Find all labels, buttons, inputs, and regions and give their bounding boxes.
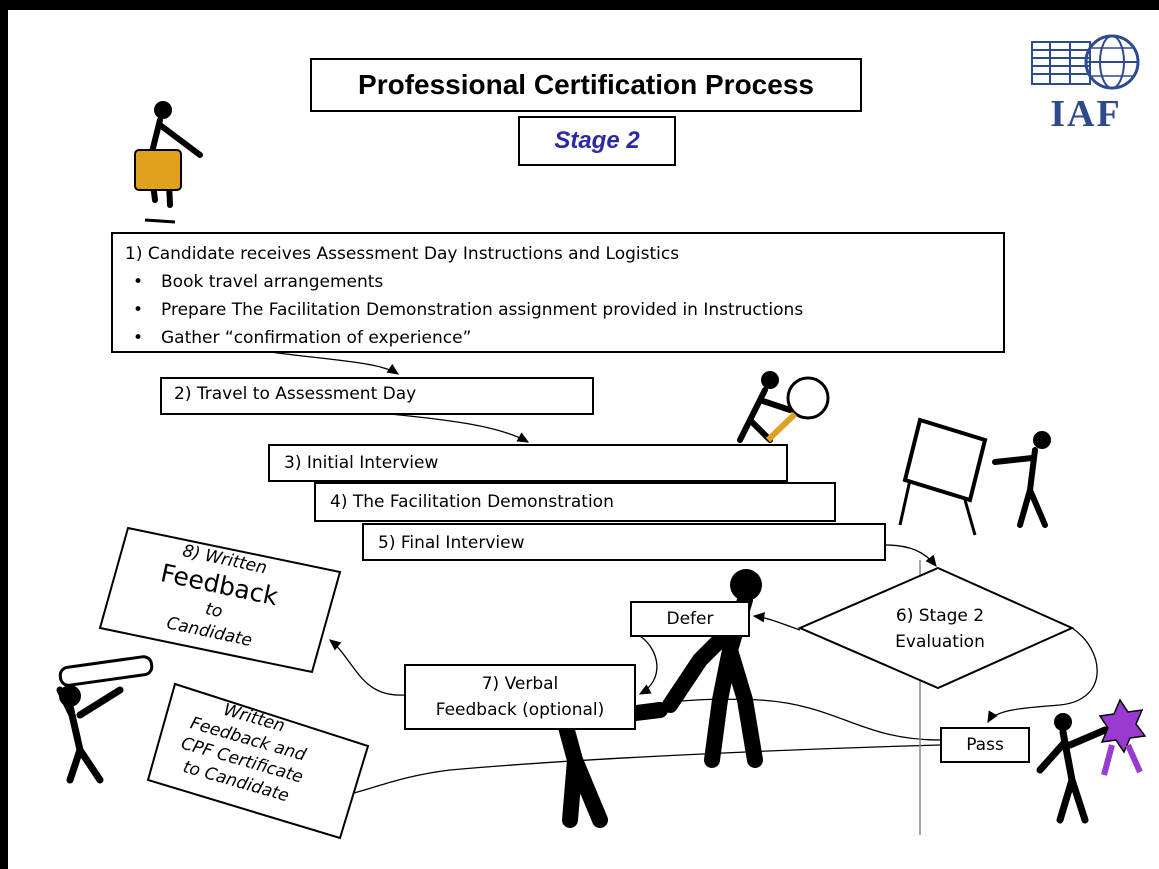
step-1-heading: 1) Candidate receives Assessment Day Ins… bbox=[125, 244, 680, 264]
suitcase-figure-icon bbox=[134, 101, 203, 224]
bullet-text: Book travel arrangements bbox=[161, 272, 384, 292]
frame-top-border bbox=[0, 0, 1159, 10]
step-1-box: 1) Candidate receives Assessment Day Ins… bbox=[111, 232, 1005, 353]
scroll-figure-icon bbox=[56, 655, 154, 784]
step-1-bullets: •Book travel arrangements •Prepare The F… bbox=[125, 268, 991, 352]
defer-box: Defer bbox=[630, 601, 750, 637]
connector-7-8 bbox=[328, 639, 406, 696]
step-6-line-1: 6) Stage 2 bbox=[895, 606, 985, 626]
list-item: •Gather “confirmation of experience” bbox=[133, 328, 472, 348]
magnifier-figure-icon bbox=[737, 371, 830, 443]
step-7-line-2: Feedback (optional) bbox=[435, 700, 605, 720]
connector-5-6 bbox=[885, 544, 937, 568]
bullet-text: Prepare The Facilitation Demonstration a… bbox=[161, 300, 804, 320]
frame-left-border bbox=[0, 0, 8, 869]
iaf-logo-text: IAF bbox=[1050, 93, 1122, 135]
step-5-box: 5) Final Interview bbox=[362, 523, 886, 561]
written-feedback-paper bbox=[98, 526, 342, 674]
step-4-box: 4) The Facilitation Demonstration bbox=[314, 482, 836, 522]
bullet-text: Gather “confirmation of experience” bbox=[161, 328, 472, 348]
pass-box: Pass bbox=[940, 727, 1030, 763]
connector-1-2 bbox=[269, 351, 400, 375]
connector-2-3 bbox=[389, 413, 530, 443]
stage-label: Stage 2 bbox=[518, 116, 676, 166]
connector-6-defer bbox=[752, 612, 801, 631]
step-2-box: 2) Travel to Assessment Day bbox=[160, 377, 594, 415]
step-7-line-1: 7) Verbal bbox=[481, 674, 559, 694]
step-6-label: 6) Stage 2 Evaluation bbox=[860, 603, 1020, 655]
connector-pass-written bbox=[340, 744, 941, 799]
connector-pass-7 bbox=[639, 698, 941, 741]
list-item: •Book travel arrangements bbox=[133, 272, 384, 292]
easel-figure-icon bbox=[898, 417, 1051, 536]
step-6-line-2: Evaluation bbox=[895, 632, 985, 652]
page-title: Professional Certification Process bbox=[310, 58, 862, 112]
list-item: •Prepare The Facilitation Demonstration … bbox=[133, 300, 804, 320]
connector-6-pass bbox=[987, 627, 1098, 724]
ribbon-figure-icon bbox=[1036, 698, 1147, 824]
connector-defer-7 bbox=[638, 635, 658, 695]
step-7-box: 7) Verbal Feedback (optional) bbox=[404, 664, 636, 730]
evaluation-diamond bbox=[797, 566, 1075, 690]
iaf-globe-icon bbox=[1031, 34, 1140, 90]
step-3-box: 3) Initial Interview bbox=[268, 444, 788, 482]
written-cpf-paper bbox=[146, 682, 370, 840]
